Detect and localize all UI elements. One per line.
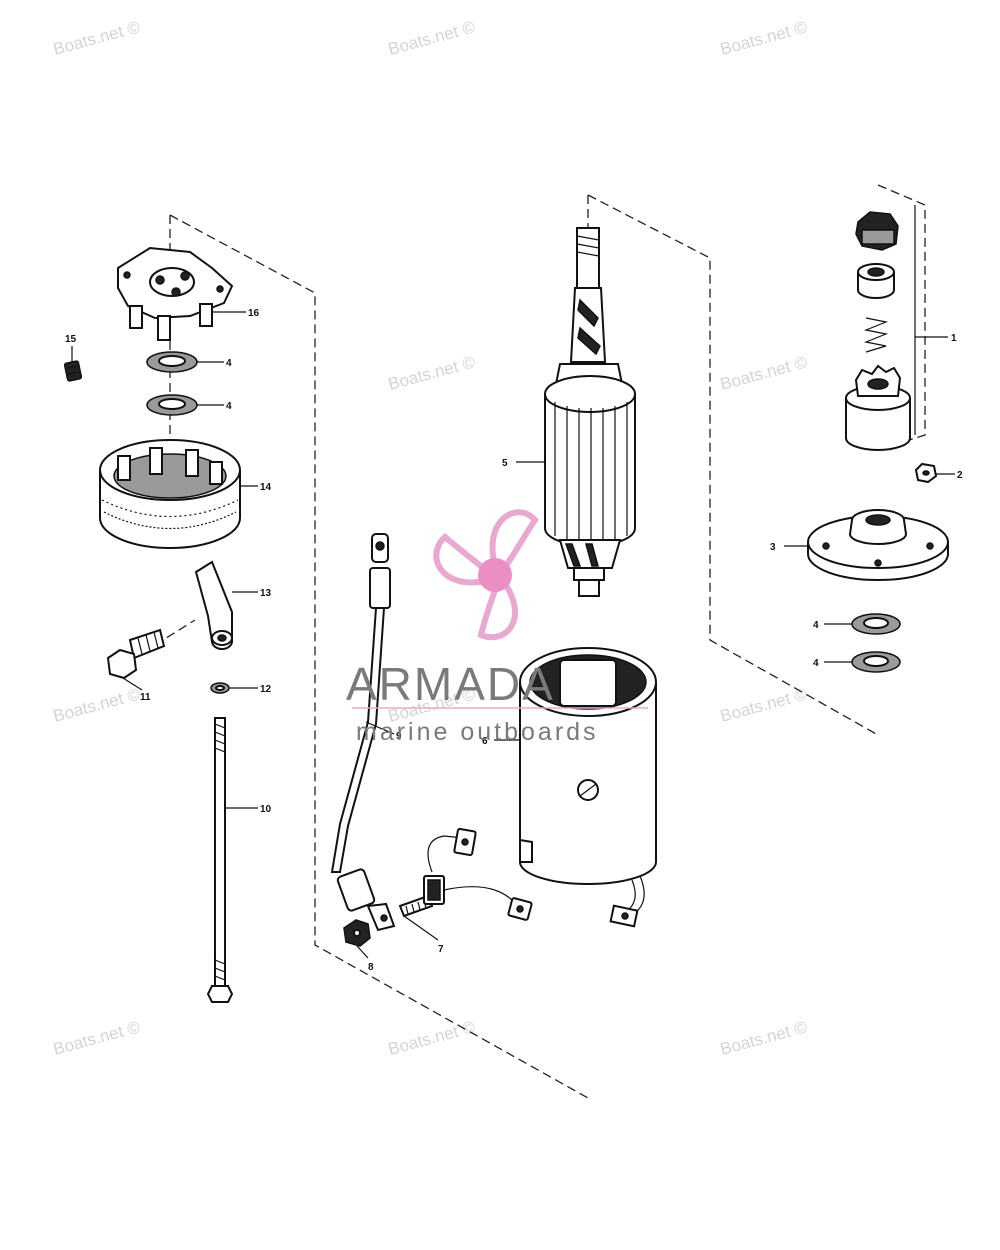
watermark: Boats.net © [718, 17, 809, 59]
thrust-washer-upper [146, 351, 198, 373]
callout-4: 4 [813, 620, 819, 631]
left-group-outline [169, 214, 589, 1099]
callout-8: 8 [368, 962, 374, 973]
watermark: Boats.net © [718, 684, 809, 726]
callout-9: 9 [396, 731, 402, 742]
watermark: Boats.net © [51, 17, 142, 59]
drive-assembly [845, 211, 911, 451]
leader-lines [71, 205, 955, 959]
lock-nut [914, 462, 938, 484]
positive-cable [330, 533, 396, 932]
watermark: Boats.net © [51, 684, 142, 726]
watermark: Boats.net © [386, 352, 477, 394]
brand-tagline: marine outboards [356, 718, 599, 746]
propeller-logo-icon [433, 509, 539, 641]
terminal-lever [194, 560, 234, 650]
callout-14: 14 [260, 482, 272, 493]
commutator-end-plate [117, 246, 234, 341]
callout-5: 5 [502, 458, 508, 469]
thrust-washer-right-upper [851, 613, 901, 635]
watermark: Boats.net © [51, 1017, 142, 1059]
callout-7: 7 [438, 944, 444, 955]
watermark: Boats.net © [386, 1017, 477, 1059]
callout-11: 11 [140, 692, 151, 703]
screw [63, 360, 83, 382]
callout-6: 6 [482, 736, 488, 747]
callout-16: 16 [248, 308, 260, 319]
drive-end-cap [807, 509, 949, 581]
callout-15: 15 [65, 334, 77, 345]
watermark: Boats.net © [718, 352, 809, 394]
callout-12: 12 [260, 684, 272, 695]
callout-4: 4 [226, 358, 232, 369]
callout-4: 4 [226, 401, 232, 412]
callout-4: 4 [813, 658, 819, 669]
callout-labels: 1 2 3 4 4 5 6 7 8 9 10 11 12 13 14 4 4 1… [65, 308, 963, 973]
thrust-washer-lower [146, 394, 198, 416]
callout-2: 2 [957, 470, 963, 481]
field-frame [519, 647, 657, 928]
brush-set [398, 827, 533, 921]
brush-holder-cap [99, 439, 241, 549]
lock-washer [210, 682, 230, 694]
watermark: Boats.net © [718, 1017, 809, 1059]
hex-nut [343, 919, 371, 947]
callout-1: 1 [951, 333, 957, 344]
center-group-outline [587, 194, 879, 736]
callout-13: 13 [260, 588, 272, 599]
brand-name: ARMADA [346, 658, 555, 710]
hex-bolt [106, 628, 166, 680]
callout-10: 10 [260, 804, 272, 815]
armature [544, 227, 636, 597]
watermark: Boats.net © [386, 17, 477, 59]
brand-logo: ARMADA marine outboards [346, 509, 648, 746]
through-bolt [206, 717, 234, 1003]
callout-3: 3 [770, 542, 776, 553]
thrust-washer-right-lower [851, 651, 901, 673]
